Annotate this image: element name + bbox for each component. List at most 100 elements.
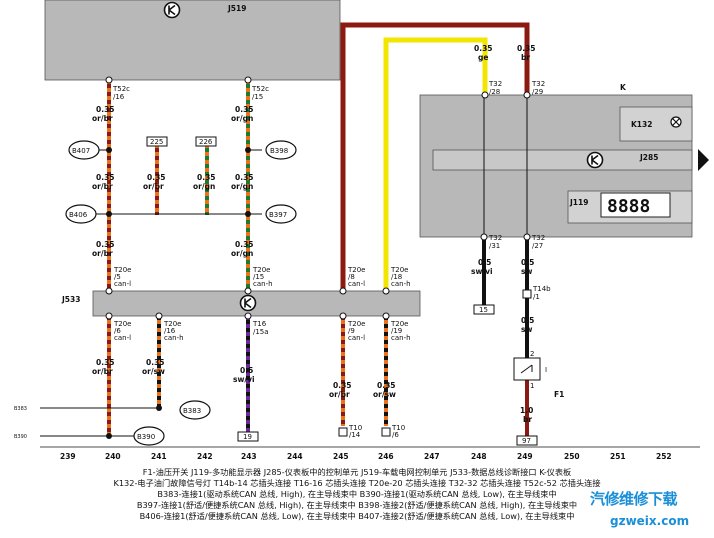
can-bus-icon	[586, 151, 604, 169]
svg-text:T32/27: T32/27	[531, 234, 545, 250]
j119-display: 8888	[607, 196, 650, 217]
legend-line: B397-连接1(舒适/便捷系统CAN 总线, High), 在主导线束中 B3…	[136, 500, 578, 510]
display-frame	[600, 192, 671, 218]
warning-lamp-icon	[670, 116, 682, 128]
legend-line: K132-电子油门故障信号灯 T14b-14 芯插头连接 T16-16 芯插头连…	[113, 478, 601, 488]
svg-text:245: 245	[333, 452, 349, 461]
svg-text:T32/29: T32/29	[531, 80, 545, 96]
wire-or-br	[107, 80, 111, 291]
svg-text:250: 250	[564, 452, 580, 461]
connector-labels: T52c/16 T52c/15 T32/28 T32/29 T32/31 T32…	[112, 80, 551, 439]
ref-19: 19	[243, 433, 252, 441]
svg-text:249: 249	[517, 452, 533, 461]
svg-text:248: 248	[471, 452, 487, 461]
switch-contact-icon	[520, 364, 533, 374]
ref-15: 15	[479, 306, 488, 314]
j519-label: J519	[227, 4, 246, 13]
arrow-right-icon	[698, 149, 709, 171]
svg-text:T10/6: T10/6	[391, 424, 405, 439]
b390-edge-label: B390	[14, 434, 27, 440]
b397-label: B397	[269, 211, 287, 219]
f1-label: F1	[554, 390, 564, 399]
ref-97: 97	[522, 437, 531, 445]
svg-text:247: 247	[424, 452, 440, 461]
svg-text:241: 241	[151, 452, 167, 461]
legend-line: F1-油压开关 J119-多功能显示器 J285-仪表板中的控制单元 J519-…	[142, 467, 572, 477]
svg-text:246: 246	[378, 452, 394, 461]
wire-yellow-top	[383, 37, 488, 291]
svg-text:240: 240	[105, 452, 121, 461]
column-numbers: 239 240 241 242 243 244 245 246 247 248 …	[40, 446, 700, 461]
reference-boxes	[146, 136, 538, 446]
watermark-url: gzweix.com	[610, 514, 690, 528]
svg-text:0.5sw: 0.5sw	[521, 316, 534, 334]
junction-dots	[106, 147, 251, 439]
svg-text:T16/15a: T16/15a	[252, 320, 269, 336]
svg-text:0.5sw/vi: 0.5sw/vi	[471, 258, 493, 276]
switch-i-label: I	[545, 366, 547, 374]
wire-or-sw	[157, 316, 161, 408]
k-label: K	[620, 83, 627, 92]
b383-edge-label: B383	[14, 406, 27, 412]
wire-or-gn	[246, 80, 250, 291]
svg-text:T10/14: T10/14	[348, 424, 362, 439]
watermark-title: 汽修维修下载	[590, 490, 678, 508]
svg-text:252: 252	[656, 452, 672, 461]
ref-225: 225	[150, 138, 163, 146]
j519-module	[44, 0, 341, 81]
j533-label: J533	[61, 295, 80, 304]
svg-text:0.5sw/vi: 0.5sw/vi	[233, 366, 255, 384]
can-bus-icon	[163, 1, 181, 19]
can-bus-icon	[239, 294, 257, 312]
svg-text:244: 244	[287, 452, 303, 461]
j285-band	[432, 149, 693, 171]
legend-line: B406-连接1(舒适/便捷系统CAN 总线, Low), 在主导线束中 B40…	[139, 511, 575, 521]
wire-or-sw	[384, 316, 388, 426]
svg-text:T52c/15: T52c/15	[251, 85, 269, 101]
wire-brown-top	[340, 22, 530, 291]
j533-module	[92, 290, 421, 317]
splice-points	[65, 140, 297, 446]
svg-text:0.5sw: 0.5sw	[521, 258, 534, 276]
pin-2: 2	[530, 350, 534, 358]
svg-text:242: 242	[197, 452, 213, 461]
b383-label: B383	[183, 407, 201, 415]
b398-label: B398	[270, 147, 288, 155]
wire-or-br	[107, 316, 111, 436]
connector-circles	[105, 76, 531, 320]
svg-text:T32/31: T32/31	[488, 234, 502, 250]
svg-text:239: 239	[60, 452, 76, 461]
b406-label: B406	[69, 211, 88, 219]
legend: F1-油压开关 J119-多功能显示器 J285-仪表板中的控制单元 J519-…	[0, 467, 714, 522]
b407-label: B407	[72, 147, 90, 155]
j119-label: J119	[569, 198, 588, 207]
wire-or-gn	[205, 145, 209, 215]
wire-sw-vi	[246, 316, 250, 432]
j285-label: J285	[639, 153, 658, 162]
b390-label: B390	[137, 433, 155, 441]
k132-label: K132	[631, 120, 652, 129]
